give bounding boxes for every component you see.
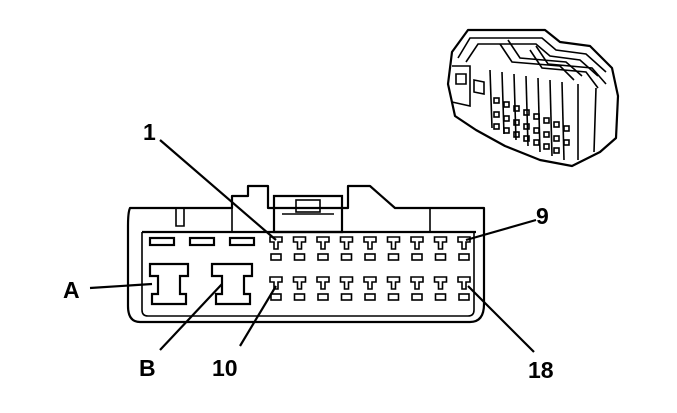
leader-lines: [89, 139, 537, 353]
top-pin-hole-8: [434, 253, 447, 261]
label-pin-B: B: [139, 355, 156, 381]
connector-perspective-view: [446, 28, 620, 168]
bottom-pin-hole-2: [293, 293, 306, 301]
leader-18: [467, 285, 535, 353]
label-pin-1: 1: [143, 119, 156, 145]
bottom-pin-terminal-3: [316, 276, 330, 290]
label-pin-A: A: [63, 277, 80, 303]
top-pin-hole-9: [458, 253, 470, 261]
leader-B: [159, 283, 223, 351]
top-pin-hole-3: [317, 253, 329, 261]
bottom-pin-terminal-5: [363, 276, 377, 290]
leader-10: [239, 285, 277, 347]
label-pin-10: 10: [212, 355, 238, 381]
top-pin-terminal-5: [363, 236, 377, 250]
bottom-pin-hole-7: [411, 293, 423, 301]
leader-A: [89, 282, 153, 290]
top-pin-terminal-6: [386, 236, 401, 250]
terminal-B: [210, 262, 254, 306]
top-pin-hole-1: [270, 253, 282, 261]
bottom-pin-hole-6: [387, 293, 400, 301]
bottom-pin-terminal-9: [457, 276, 471, 290]
connector-face-view: [126, 184, 486, 324]
top-pin-terminal-2: [292, 236, 307, 250]
bottom-pin-terminal-2: [292, 276, 307, 290]
pin-row-top: [269, 236, 471, 261]
bottom-pin-hole-8: [434, 293, 447, 301]
top-pin-terminal-1: [269, 236, 283, 250]
bottom-pin-terminal-8: [433, 276, 448, 290]
top-pin-hole-5: [364, 253, 376, 261]
top-pin-terminal-3: [316, 236, 330, 250]
perspective-pin-holes: [493, 97, 570, 154]
leader-1: [159, 139, 277, 241]
bottom-pin-terminal-4: [339, 276, 354, 290]
bottom-pin-hole-4: [340, 293, 353, 301]
top-pin-hole-4: [340, 253, 353, 261]
bottom-pin-hole-3: [317, 293, 329, 301]
label-pin-9: 9: [536, 203, 549, 229]
top-pin-hole-6: [387, 253, 400, 261]
bottom-pin-terminal-6: [386, 276, 401, 290]
pin-row-bottom: [269, 276, 471, 301]
bottom-pin-hole-9: [458, 293, 470, 301]
bottom-pin-hole-1: [270, 293, 282, 301]
bottom-pin-terminal-7: [410, 276, 424, 290]
top-pin-hole-7: [411, 253, 423, 261]
top-pin-terminal-8: [433, 236, 448, 250]
top-pin-hole-2: [293, 253, 306, 261]
top-pin-terminal-4: [339, 236, 354, 250]
terminal-A: [148, 262, 190, 306]
bottom-pin-hole-5: [364, 293, 376, 301]
label-pin-18: 18: [528, 357, 554, 383]
leader-9: [465, 218, 537, 242]
top-pin-terminal-7: [410, 236, 424, 250]
bottom-pin-terminal-1: [269, 276, 283, 290]
